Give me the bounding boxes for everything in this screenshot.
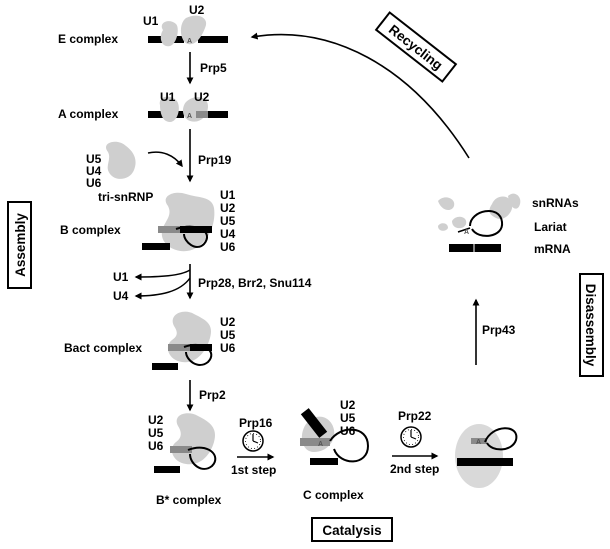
prp19-label: Prp19 (198, 153, 232, 167)
first-step-label: 1st step (231, 463, 276, 477)
u4-release-arrow (134, 277, 191, 300)
b-complex-graphic (142, 192, 215, 252)
catalysis-box: Catalysis (311, 517, 393, 542)
c-complex-graphic: A (300, 408, 370, 465)
assembly-label: Assembly (13, 213, 28, 277)
b-u2-label: U2 (220, 201, 236, 215)
e-complex-label: E complex (58, 32, 118, 46)
prp28-group-label: Prp28, Brr2, Snu114 (198, 276, 312, 290)
clock-icon (242, 430, 264, 452)
prp16-label: Prp16 (239, 416, 273, 430)
e-branch-point: A (187, 38, 192, 45)
disassembly-label: Disassembly (583, 284, 598, 367)
tri-u6-label: U6 (86, 176, 102, 190)
e-u1-label: U1 (143, 14, 159, 28)
mrna-label: mRNA (534, 242, 571, 256)
tri-u5-label: U5 (86, 152, 102, 166)
bact-complex-label: Bact complex (64, 341, 142, 355)
second-step-label: 2nd step (390, 462, 439, 476)
b-u1-label: U1 (220, 188, 236, 202)
c-u2-label: U2 (340, 398, 356, 412)
assembly-box: Assembly (7, 201, 32, 289)
disassembly-box: Disassembly (579, 273, 604, 377)
b-star-complex-graphic (154, 413, 217, 473)
snrnas-label: snRNAs (532, 196, 579, 210)
bact-u6-label: U6 (220, 341, 236, 355)
c-u6-label: U6 (340, 424, 356, 438)
released-u4-label: U4 (113, 289, 129, 303)
lariat-branch-point: A (464, 229, 469, 236)
b-u4-label: U4 (220, 227, 236, 241)
bact-u5-label: U5 (220, 328, 236, 342)
prp5-label: Prp5 (200, 61, 227, 75)
prp43-label: Prp43 (482, 323, 516, 337)
b-u6-label: U6 (220, 240, 236, 254)
recycling-arrow (250, 32, 470, 159)
prp22-label: Prp22 (398, 409, 432, 423)
recycling-box: Recycling (374, 11, 458, 83)
b-u5-label: U5 (220, 214, 236, 228)
a-complex-graphic: A (148, 96, 228, 122)
tri-snrnp-join-arrow (147, 151, 183, 168)
c-u5-label: U5 (340, 411, 356, 425)
a-complex-label: A complex (58, 107, 119, 121)
a-u1-label: U1 (160, 90, 176, 104)
clock-icon (400, 426, 422, 448)
released-products-graphic: A (438, 193, 521, 252)
bstar-u6-label: U6 (148, 439, 164, 453)
a-branch-point: A (187, 113, 192, 120)
b-star-complex-label: B* complex (156, 493, 222, 507)
post-branch-point: A (476, 439, 481, 446)
bact-u2-label: U2 (220, 315, 236, 329)
u1-release-arrow (134, 269, 191, 281)
c-branch-point: A (318, 441, 323, 448)
e-u2-label: U2 (189, 3, 205, 17)
bstar-u5-label: U5 (148, 426, 164, 440)
b-complex-label: B complex (60, 223, 121, 237)
tri-u4-label: U4 (86, 164, 102, 178)
post-catalytic-complex-graphic: A (455, 424, 518, 488)
released-u1-label: U1 (113, 270, 129, 284)
catalysis-label: Catalysis (322, 523, 381, 538)
tri-snrnp-label: tri-snRNP (98, 190, 153, 204)
tri-snrnp-shape (105, 141, 136, 179)
c-complex-label: C complex (303, 488, 364, 502)
a-u2-label: U2 (194, 90, 210, 104)
bact-complex-graphic (152, 311, 213, 370)
bstar-u2-label: U2 (148, 413, 164, 427)
lariat-label: Lariat (534, 220, 567, 234)
e-complex-graphic: A (148, 15, 228, 47)
recycling-label: Recycling (386, 22, 445, 73)
prp2-label: Prp2 (199, 388, 226, 402)
